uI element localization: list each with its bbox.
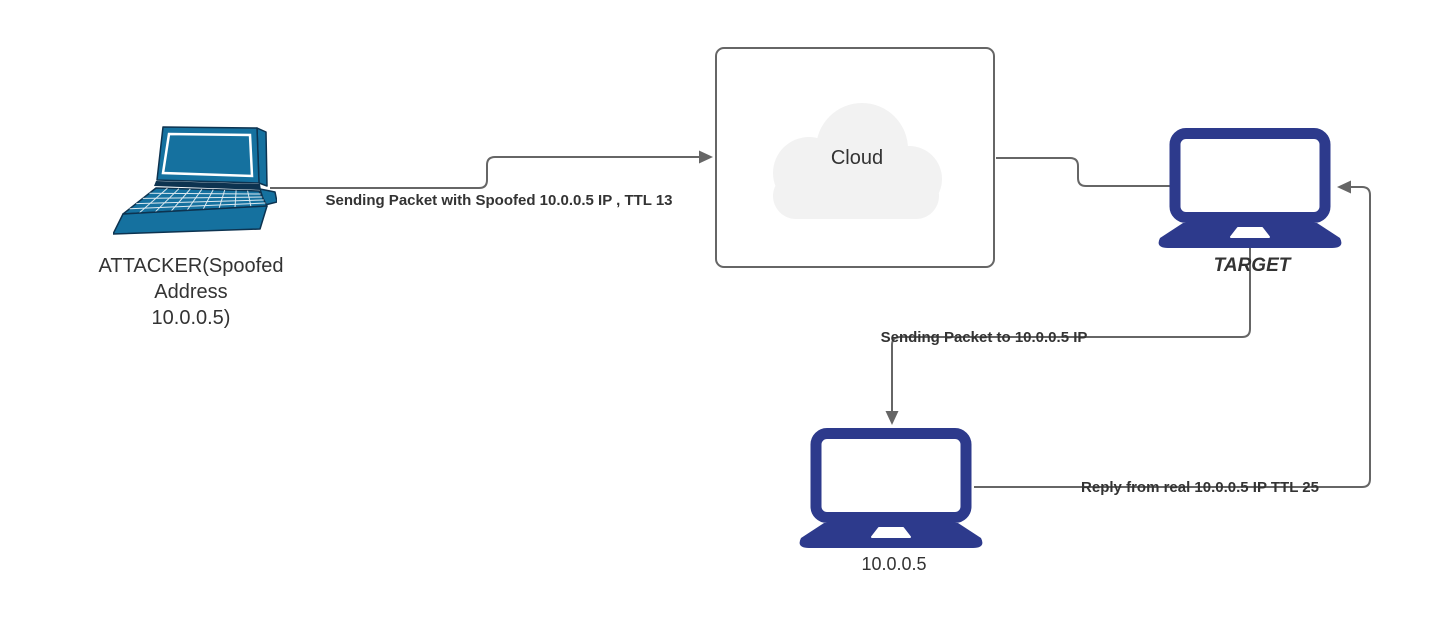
real-host-label: 10.0.0.5 xyxy=(861,554,927,574)
node-target xyxy=(1154,128,1346,249)
arrowhead-right-icon xyxy=(699,150,713,164)
laptop-3d-icon xyxy=(112,126,278,235)
node-cloud: Cloud xyxy=(715,47,995,268)
laptop-icon xyxy=(799,428,983,548)
node-attacker xyxy=(112,126,278,237)
keyboard-grid xyxy=(129,187,266,214)
target-label: TARGET xyxy=(1213,255,1291,276)
attacker-label: ATTACKER(Spoofed Address 10.0.0.5) xyxy=(98,255,284,329)
edge-target-to-host xyxy=(885,232,1251,425)
edge-label-reply: Reply from real 10.0.0.5 IP TTL 25 xyxy=(1081,479,1319,496)
node-real-host xyxy=(795,428,987,549)
arrowhead-left-icon xyxy=(1337,180,1351,194)
edge-attacker-to-cloud xyxy=(270,150,713,189)
laptop-icon xyxy=(1158,128,1342,248)
edge-label-send-to-host: Sending Packet to 10.0.0.5 IP xyxy=(880,329,1088,346)
edge-cloud-to-target xyxy=(996,157,1170,187)
cloud-icon xyxy=(773,103,942,219)
cloud-label: Cloud xyxy=(830,147,884,169)
edge-host-to-target xyxy=(974,180,1371,488)
edge-label-spoofed-packet: Sending Packet with Spoofed 10.0.0.5 IP … xyxy=(325,192,673,209)
arrowhead-down-icon xyxy=(885,411,899,425)
